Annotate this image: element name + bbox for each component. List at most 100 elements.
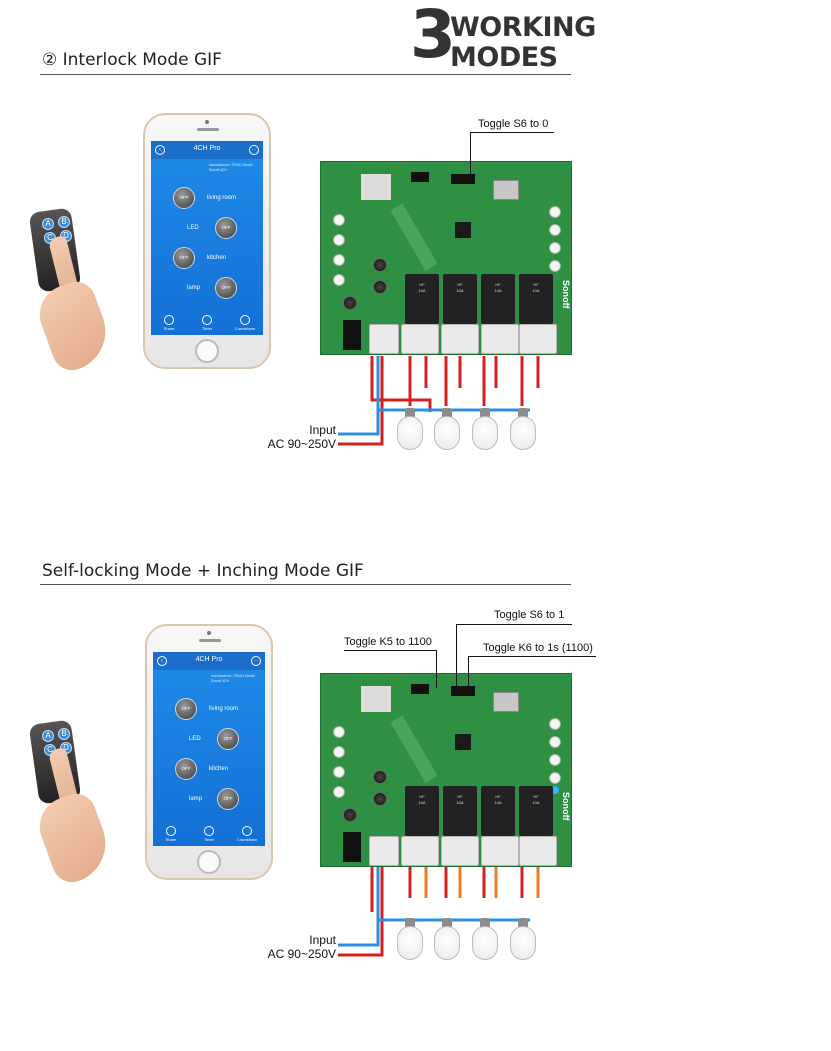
badge-number: 3 bbox=[410, 0, 456, 73]
dip-switch bbox=[451, 686, 475, 696]
capacitor bbox=[373, 770, 387, 784]
device-info: manufacturer: ITEAD Model: Sonoff 4CH bbox=[211, 674, 256, 683]
bulb-glass bbox=[472, 416, 498, 450]
hand-palm bbox=[31, 276, 117, 376]
remote-button-a: A bbox=[42, 730, 54, 742]
tab-countdown-label: Countdown bbox=[236, 837, 258, 842]
switch-4[interactable]: OFF bbox=[215, 277, 237, 299]
tab-countdown[interactable]: Countdown bbox=[229, 315, 261, 331]
led-indicator bbox=[333, 274, 345, 286]
tab-timer[interactable]: Timer bbox=[193, 826, 225, 842]
app-title: 4CH Pro bbox=[195, 656, 223, 663]
annotation-toggle-k5: Toggle K5 to 1100 bbox=[344, 636, 432, 648]
switch-3[interactable]: OFF bbox=[175, 758, 197, 780]
switch-2[interactable]: OFF bbox=[217, 728, 239, 750]
annotation-leader bbox=[470, 132, 471, 178]
annotation-toggle-s6: Toggle S6 to 0 bbox=[478, 118, 549, 130]
switch-3[interactable]: OFF bbox=[173, 247, 195, 269]
board-brand: Sonoff bbox=[561, 280, 571, 309]
device-info: manufacturer: ITEAD Model: Sonoff 4CH bbox=[209, 163, 254, 172]
dc-jack bbox=[343, 832, 361, 862]
annotation-leader bbox=[456, 624, 572, 625]
switch-2[interactable]: OFF bbox=[215, 217, 237, 239]
app-tabbar: Share Timer Countdown bbox=[153, 824, 265, 846]
tab-share[interactable]: Share bbox=[155, 826, 187, 842]
annotation-toggle-k6: Toggle K6 to 1s (1100) bbox=[483, 642, 593, 654]
switch-1[interactable]: OFF bbox=[175, 698, 197, 720]
annotation-leader bbox=[468, 656, 469, 688]
led-indicator bbox=[549, 772, 561, 784]
bulb-glass bbox=[472, 926, 498, 960]
board-trace bbox=[390, 203, 438, 271]
phone-speaker bbox=[199, 639, 221, 642]
tab-countdown[interactable]: Countdown bbox=[231, 826, 263, 842]
switch-label-2: LED bbox=[187, 225, 199, 231]
annotation-leader bbox=[470, 132, 554, 133]
light-bulb bbox=[472, 408, 498, 452]
annotation-leader bbox=[436, 650, 437, 688]
light-bulb bbox=[397, 408, 423, 452]
output-terminal bbox=[519, 324, 557, 354]
light-bulb bbox=[434, 408, 460, 452]
led-indicator bbox=[333, 766, 345, 778]
voltage-label: AC 90~250V bbox=[267, 947, 336, 961]
input-label: Input bbox=[309, 933, 336, 947]
bulb-cap bbox=[442, 408, 452, 418]
countdown-icon bbox=[240, 315, 250, 325]
switch-label-1: living room bbox=[207, 195, 237, 201]
switch-label-1: living room bbox=[209, 706, 239, 712]
voltage-label: AC 90~250V bbox=[267, 437, 336, 451]
tab-share[interactable]: Share bbox=[153, 315, 185, 331]
phone-speaker bbox=[197, 128, 219, 131]
bulb-glass bbox=[397, 416, 423, 450]
back-icon[interactable]: ‹ bbox=[157, 656, 167, 666]
phone-camera bbox=[207, 631, 211, 635]
bulb-glass bbox=[510, 926, 536, 960]
tab-share-label: Share bbox=[163, 326, 175, 331]
led-indicator bbox=[549, 206, 561, 218]
tab-timer[interactable]: Timer bbox=[191, 315, 223, 331]
remote-control: A B C D bbox=[28, 718, 120, 888]
bulb-cap bbox=[518, 918, 528, 928]
remote-button-a: A bbox=[42, 218, 54, 230]
home-button bbox=[197, 850, 221, 874]
switch-4[interactable]: OFF bbox=[217, 788, 239, 810]
home-button bbox=[195, 339, 219, 363]
output-terminal bbox=[401, 324, 439, 354]
app-header bbox=[151, 141, 263, 159]
led-indicator bbox=[549, 260, 561, 272]
app-screen: ‹ 4CH Pro ⋯ manufacturer: ITEAD Model: S… bbox=[153, 652, 265, 846]
more-icon[interactable]: ⋯ bbox=[251, 656, 261, 666]
output-terminal bbox=[401, 836, 439, 866]
transformer bbox=[361, 174, 391, 200]
bulb-glass bbox=[434, 416, 460, 450]
bulb-glass bbox=[434, 926, 460, 960]
bulb-cap bbox=[480, 918, 490, 928]
switch-label-4: lamp bbox=[189, 796, 203, 802]
led-indicator bbox=[333, 234, 345, 246]
app-title: 4CH Pro bbox=[193, 145, 221, 152]
switch-label-3: kitchen bbox=[207, 255, 227, 261]
back-icon[interactable]: ‹ bbox=[155, 145, 165, 155]
badge-line-working: WORKING bbox=[450, 12, 596, 43]
section-title-self-locking: Self-locking Mode + Inching Mode GIF bbox=[42, 561, 364, 581]
hand-palm bbox=[31, 788, 117, 888]
more-icon[interactable]: ⋯ bbox=[249, 145, 259, 155]
input-label: Input bbox=[309, 423, 336, 437]
remote-control: A B C D bbox=[28, 206, 120, 376]
section-divider bbox=[40, 584, 571, 585]
dip-switch bbox=[451, 174, 475, 184]
dc-jack bbox=[343, 320, 361, 350]
transformer bbox=[361, 686, 391, 712]
output-terminal bbox=[441, 836, 479, 866]
led-indicator bbox=[333, 214, 345, 226]
switch-1[interactable]: OFF bbox=[173, 187, 195, 209]
wifi-module bbox=[493, 692, 519, 712]
badge-line-modes: MODES bbox=[450, 42, 558, 73]
